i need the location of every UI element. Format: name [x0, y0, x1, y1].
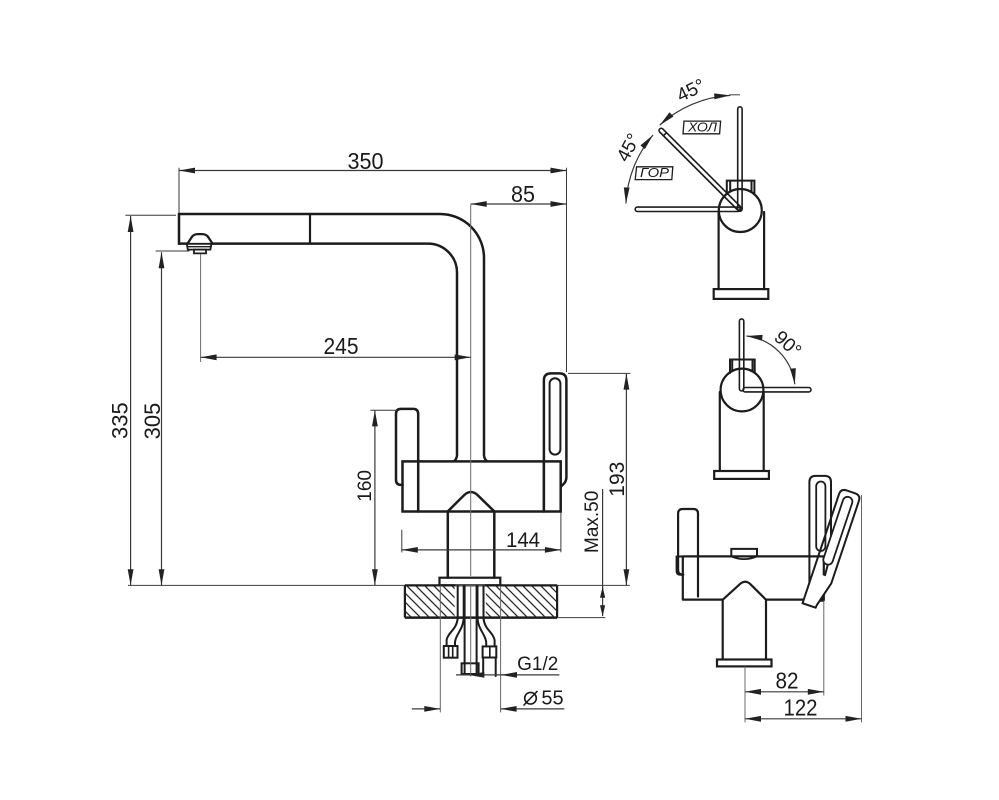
svg-text:335: 335: [108, 402, 133, 439]
svg-text:193: 193: [606, 462, 629, 497]
svg-text:82: 82: [776, 667, 799, 693]
svg-text:G1/2: G1/2: [517, 654, 558, 675]
svg-text:55: 55: [541, 688, 563, 710]
svg-text:85: 85: [511, 181, 535, 207]
svg-text:245: 245: [324, 333, 359, 359]
svg-text:ХОЛ: ХОЛ: [687, 120, 718, 134]
svg-text:144: 144: [506, 528, 540, 552]
svg-text:350: 350: [348, 148, 384, 174]
svg-text:122: 122: [784, 695, 818, 721]
svg-text:ГОР: ГОР: [640, 166, 670, 180]
svg-text:305: 305: [140, 403, 165, 440]
svg-text:Max.50: Max.50: [582, 491, 603, 553]
svg-text:160: 160: [355, 470, 376, 502]
